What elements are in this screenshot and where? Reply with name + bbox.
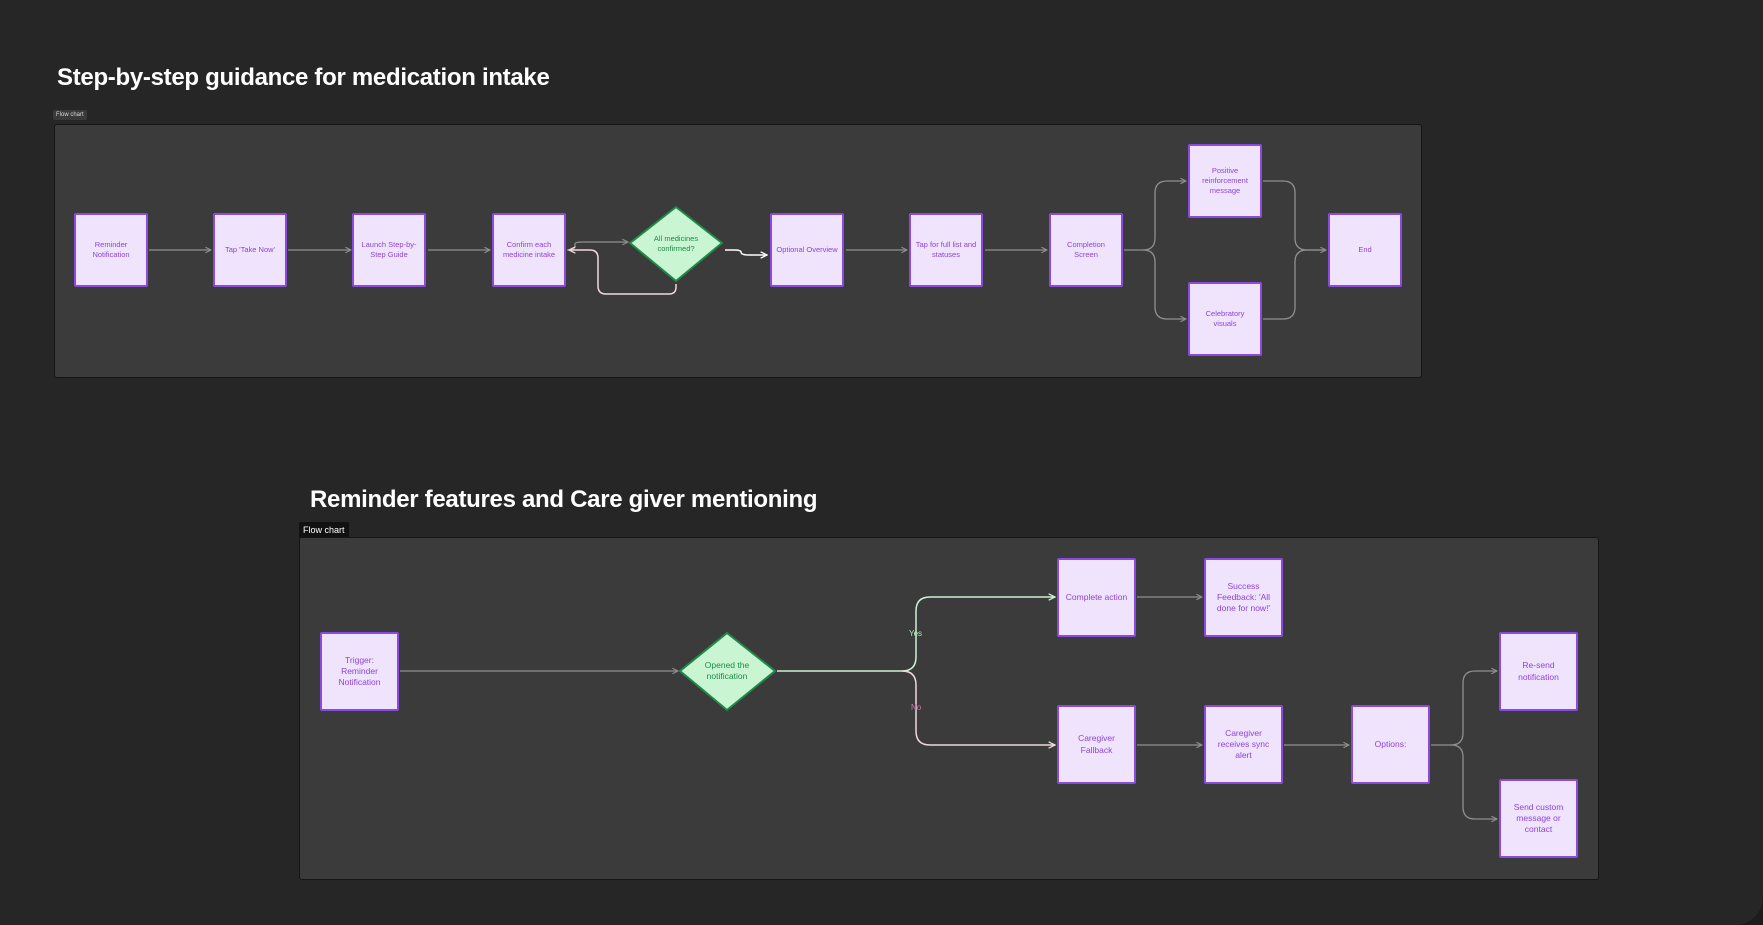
connector-completion-to-positive [1124, 181, 1186, 251]
node-tap-take-now[interactable]: Tap 'Take Now' [213, 213, 287, 287]
no-branch-label: No [911, 703, 922, 712]
connector-completion-to-celebratory [1142, 249, 1186, 319]
node-end[interactable]: End [1328, 213, 1402, 287]
decision-diamond-opened [678, 631, 777, 712]
decision-all-confirmed-label[interactable]: All medicines confirmed? [653, 234, 699, 253]
node-options[interactable]: Options: [1351, 705, 1430, 784]
connector-positive-to-end [1263, 180, 1326, 250]
node-trigger-reminder[interactable]: Trigger: Reminder Notification [320, 632, 399, 711]
flowchart-title-reminder-features: Reminder features and Care giver mention… [310, 486, 818, 513]
node-caregiver-fallback[interactable]: Caregiver Fallback [1057, 705, 1136, 784]
node-send-custom-message[interactable]: Send custom message or contact [1499, 779, 1578, 858]
connector-decision-loop-back [569, 250, 677, 295]
node-positive-reinforcement[interactable]: Positive reinforcement message [1188, 144, 1262, 218]
flowchart-title-medication-intake: Step-by-step guidance for medication int… [57, 64, 550, 91]
node-celebratory-visuals[interactable]: Celebratory visuals [1188, 282, 1262, 356]
connector-no-branch [901, 670, 1055, 745]
decision-diamond-all-confirmed [628, 205, 724, 283]
node-optional-overview[interactable]: Optional Overview [770, 213, 844, 287]
connector-celebratory-to-end [1263, 249, 1326, 320]
flowchart-tag[interactable]: Flow chart [53, 110, 87, 120]
connector-yes-branch [777, 597, 1055, 672]
yes-branch-label: Yes [909, 629, 923, 638]
connector-options-to-resend [1431, 671, 1497, 746]
decision-opened-label[interactable]: Opened the notification [704, 659, 750, 681]
node-resend-notification[interactable]: Re-send notification [1499, 632, 1578, 711]
node-success-feedback[interactable]: Success Feedback: 'All done for now!' [1204, 558, 1283, 637]
connector-confirm-to-decision [566, 242, 628, 251]
node-confirm-intake[interactable]: Confirm each medicine intake [492, 213, 566, 287]
node-reminder-notification[interactable]: Reminder Notification [74, 213, 148, 287]
connector-options-to-custom [1450, 744, 1497, 819]
connector-decision-to-overview [725, 249, 767, 255]
node-full-list[interactable]: Tap for full list and statuses [909, 213, 983, 287]
node-complete-action[interactable]: Complete action [1057, 558, 1136, 637]
node-launch-guide[interactable]: Launch Step-by-Step Guide [352, 213, 426, 287]
node-completion-screen[interactable]: Completion Screen [1049, 213, 1123, 287]
flowchart-tag[interactable]: Flow chart [299, 522, 349, 538]
node-caregiver-alert[interactable]: Caregiver receives sync alert [1204, 705, 1283, 784]
